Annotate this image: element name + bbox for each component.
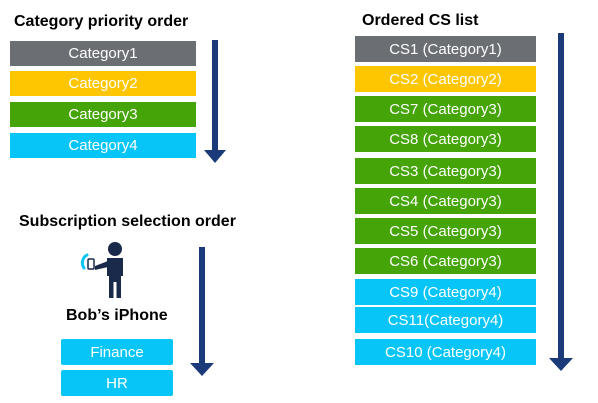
cs-item: CS1 (Category1) <box>355 36 536 62</box>
subscription-finance: Finance <box>61 339 173 365</box>
cs-item: CS7 (Category3) <box>355 96 536 122</box>
cs-item: CS6 (Category3) <box>355 248 536 274</box>
subscription-order-arrow <box>190 247 214 376</box>
category-box-4: Category4 <box>10 133 196 158</box>
cs-order-arrow <box>549 33 573 371</box>
category-box-1: Category1 <box>10 41 196 66</box>
person-with-phone-icon <box>80 242 123 298</box>
category-box-3: Category3 <box>10 102 196 127</box>
subscription-selection-title: Subscription selection order <box>19 213 236 230</box>
cs-item: CS11(Category4) <box>355 307 536 333</box>
cs-item: CS9 (Category4) <box>355 279 536 305</box>
cs-item: CS5 (Category3) <box>355 218 536 244</box>
ordered-cs-list-title: Ordered CS list <box>362 12 479 29</box>
category-order-arrow <box>204 40 226 163</box>
category-priority-title: Category priority order <box>14 13 189 30</box>
device-label: Bob’s iPhone <box>66 307 168 324</box>
cs-item: CS8 (Category3) <box>355 126 536 152</box>
cs-item: CS10 (Category4) <box>355 339 536 365</box>
category-box-2: Category2 <box>10 71 196 96</box>
cs-item: CS4 (Category3) <box>355 188 536 214</box>
cs-item: CS2 (Category2) <box>355 66 536 92</box>
subscription-hr: HR <box>61 370 173 396</box>
cs-item: CS3 (Category3) <box>355 158 536 184</box>
